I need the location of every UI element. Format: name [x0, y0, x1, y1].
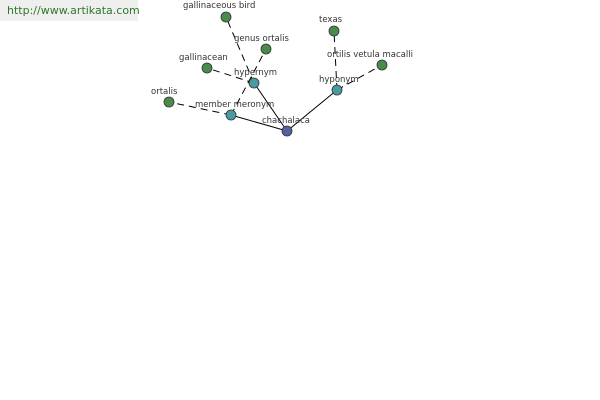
node-hyponym[interactable]: hyponym [319, 75, 359, 96]
node-member-meronym[interactable]: member meronym [195, 100, 274, 121]
edge-member-meronym-to-ortalis [168, 101, 232, 116]
node-circle-gallinaceous-bird[interactable] [220, 11, 232, 23]
node-circle-ortilis-vetula-macalli[interactable] [376, 59, 388, 71]
node-texas[interactable]: texas [319, 15, 343, 37]
graph-edges [168, 16, 383, 132]
graph-nodes: chachalaca hypernym member meronym hyponym g… [151, 1, 413, 137]
node-label-hypernym: hypernym [234, 68, 277, 78]
edge-chachalaca-to-hypernym [253, 82, 288, 132]
node-chachalaca[interactable]: chachalaca [262, 116, 310, 137]
node-ortalis[interactable]: ortalis [151, 87, 178, 108]
site-url-link[interactable]: http://www.artikata.com [0, 0, 140, 21]
node-circle-texas[interactable] [328, 25, 340, 37]
edge-member-meronym-to-genus-ortalis [230, 48, 267, 116]
node-circle-gallinacean[interactable] [201, 62, 213, 74]
node-label-chachalaca: chachalaca [262, 116, 310, 126]
node-label-hyponym: hyponym [319, 75, 359, 85]
node-label-member-meronym: member meronym [195, 100, 274, 110]
node-label-ortalis: ortalis [151, 87, 178, 97]
node-circle-hyponym[interactable] [331, 84, 343, 96]
node-ortilis-vetula-macalli[interactable]: ortilis vetula macalli [327, 50, 413, 71]
node-label-gallinacean: gallinacean [179, 53, 228, 63]
node-circle-genus-ortalis[interactable] [260, 43, 272, 55]
node-genus-ortalis[interactable]: genus ortalis [234, 34, 289, 55]
edge-hyponym-to-texas [333, 30, 338, 91]
edge-hypernym-to-gallinacean [206, 67, 255, 84]
node-circle-member-meronym[interactable] [225, 109, 237, 121]
edge-chachalaca-to-member-meronym [230, 114, 288, 132]
edge-chachalaca-to-hyponym [286, 89, 338, 132]
node-circle-hypernym[interactable] [248, 77, 260, 89]
node-gallinacean[interactable]: gallinacean [179, 53, 228, 74]
node-circle-chachalaca[interactable] [281, 125, 293, 137]
node-gallinaceous-bird[interactable]: gallinaceous bird [183, 1, 255, 23]
node-hypernym[interactable]: hypernym [234, 68, 277, 89]
node-label-texas: texas [319, 15, 343, 25]
node-circle-ortalis[interactable] [163, 96, 175, 108]
node-label-gallinaceous-bird: gallinaceous bird [183, 1, 255, 11]
edge-hyponym-to-ortilis-vetula-macalli [336, 64, 383, 91]
node-label-ortilis-vetula-macalli: ortilis vetula macalli [327, 50, 413, 60]
node-label-genus-ortalis: genus ortalis [234, 34, 289, 44]
